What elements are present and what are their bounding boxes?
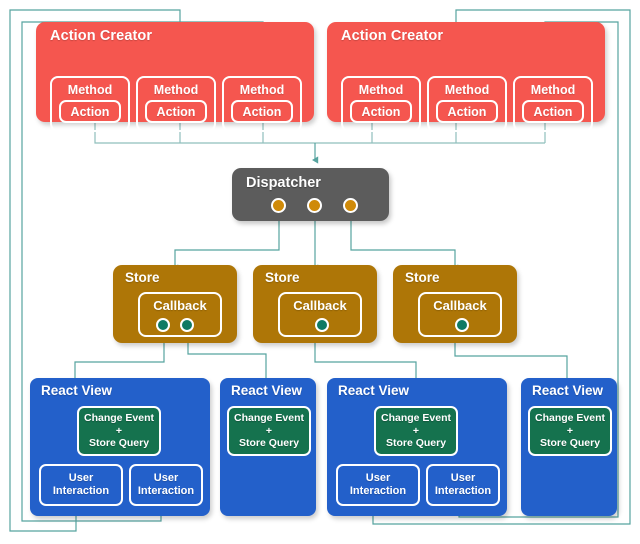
dispatcher-dot-1[interactable] <box>271 198 286 213</box>
store-2-callback[interactable]: Callback <box>278 292 362 337</box>
dispatcher[interactable]: Dispatcher <box>232 168 389 221</box>
change-event-line-1: Change Event <box>233 412 304 425</box>
user-interaction-line-1: User <box>68 471 94 484</box>
action-creator-2-method-3[interactable]: Method Action <box>513 76 593 132</box>
change-event-line-3: Store Query <box>385 437 447 450</box>
change-event-line-3: Store Query <box>88 437 150 450</box>
dispatcher-dot-3[interactable] <box>343 198 358 213</box>
change-event-line-1: Change Event <box>380 412 451 425</box>
react-view-3[interactable]: React View Change Event + Store Query Us… <box>327 378 507 516</box>
method-label: Method <box>153 83 199 97</box>
user-interaction-line-2: Interaction <box>137 485 195 497</box>
store-2[interactable]: Store Callback <box>253 265 377 343</box>
store-1-callback-dot-1[interactable] <box>156 318 170 332</box>
react-view-4[interactable]: React View Change Event + Store Query <box>521 378 617 516</box>
method-label: Method <box>67 83 113 97</box>
action-box[interactable]: Action <box>436 100 498 123</box>
react-view-1-change-event[interactable]: Change Event + Store Query <box>77 406 161 456</box>
react-view-2-change-event[interactable]: Change Event + Store Query <box>227 406 311 456</box>
action-creator-2[interactable]: Action Creator Method Action Method Acti… <box>327 22 605 132</box>
store-1[interactable]: Store Callback <box>113 265 237 343</box>
action-creator-1-method-2[interactable]: Method Action <box>136 76 216 132</box>
callback-label: Callback <box>293 298 347 313</box>
callback-label: Callback <box>433 298 487 313</box>
method-label: Method <box>530 83 576 97</box>
change-event-plus: + <box>412 424 420 437</box>
change-event-line-1: Change Event <box>83 412 154 425</box>
change-event-line-1: Change Event <box>534 412 605 425</box>
react-view-2-title: React View <box>231 383 303 398</box>
react-view-4-title: React View <box>532 383 604 398</box>
change-event-plus: + <box>115 424 123 437</box>
action-creator-1[interactable]: Action Creator Method Action Method Acti… <box>36 22 314 132</box>
method-label: Method <box>239 83 285 97</box>
react-view-2[interactable]: React View Change Event + Store Query <box>220 378 316 516</box>
user-interaction-line-2: Interaction <box>52 485 110 497</box>
action-box[interactable]: Action <box>350 100 412 123</box>
action-creator-1-method-1[interactable]: Method Action <box>50 76 130 132</box>
action-creator-2-title: Action Creator <box>341 28 444 44</box>
store-3-title: Store <box>405 270 440 285</box>
react-view-1[interactable]: React View Change Event + Store Query Us… <box>30 378 210 516</box>
method-label: Method <box>358 83 404 97</box>
user-interaction-line-1: User <box>153 471 179 484</box>
store-2-title: Store <box>265 270 300 285</box>
user-interaction-line-2: Interaction <box>349 485 407 497</box>
action-box[interactable]: Action <box>145 100 207 123</box>
action-box[interactable]: Action <box>231 100 293 123</box>
action-creator-1-method-3[interactable]: Method Action <box>222 76 302 132</box>
action-creator-1-title: Action Creator <box>50 28 153 44</box>
store-3-callback-dot-1[interactable] <box>455 318 469 332</box>
react-view-1-user-interaction-2[interactable]: User Interaction <box>129 464 203 506</box>
store-1-title: Store <box>125 270 160 285</box>
dispatcher-title: Dispatcher <box>246 175 321 191</box>
change-event-line-3: Store Query <box>238 437 300 450</box>
user-interaction-line-1: User <box>365 471 391 484</box>
dispatcher-dot-2[interactable] <box>307 198 322 213</box>
react-view-3-title: React View <box>338 383 410 398</box>
action-box[interactable]: Action <box>59 100 121 123</box>
store-1-callback[interactable]: Callback <box>138 292 222 337</box>
react-view-3-user-interaction-1[interactable]: User Interaction <box>336 464 420 506</box>
action-creator-2-method-1[interactable]: Method Action <box>341 76 421 132</box>
action-box[interactable]: Action <box>522 100 584 123</box>
store-2-callback-dot-1[interactable] <box>315 318 329 332</box>
user-interaction-line-1: User <box>450 471 476 484</box>
react-view-3-user-interaction-2[interactable]: User Interaction <box>426 464 500 506</box>
action-creator-2-method-2[interactable]: Method Action <box>427 76 507 132</box>
react-view-3-change-event[interactable]: Change Event + Store Query <box>374 406 458 456</box>
store-3[interactable]: Store Callback <box>393 265 517 343</box>
react-view-4-change-event[interactable]: Change Event + Store Query <box>528 406 612 456</box>
store-1-callback-dot-2[interactable] <box>180 318 194 332</box>
change-event-plus: + <box>265 424 273 437</box>
method-label: Method <box>444 83 490 97</box>
callback-label: Callback <box>153 298 207 313</box>
user-interaction-line-2: Interaction <box>434 485 492 497</box>
store-3-callback[interactable]: Callback <box>418 292 502 337</box>
change-event-plus: + <box>566 424 574 437</box>
react-view-1-user-interaction-1[interactable]: User Interaction <box>39 464 123 506</box>
change-event-line-3: Store Query <box>539 437 601 450</box>
react-view-1-title: React View <box>41 383 113 398</box>
